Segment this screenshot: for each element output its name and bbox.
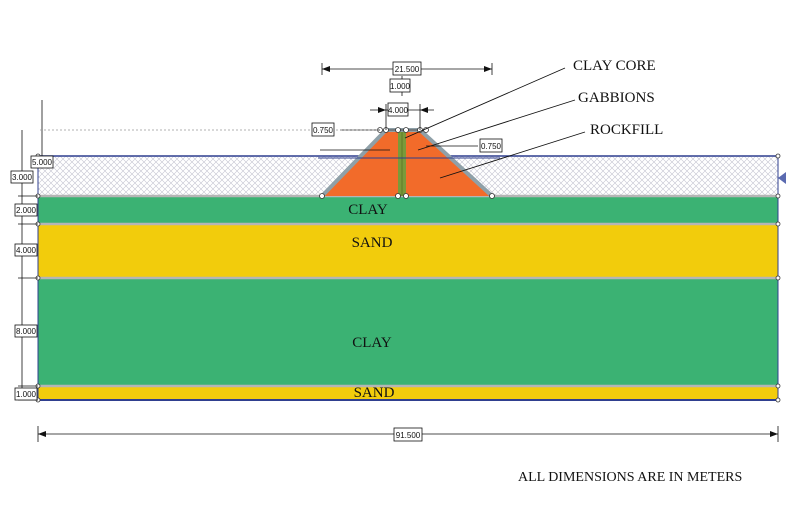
clay-top-label: CLAY	[348, 202, 388, 218]
dim-sand-top-thickness: 4.000	[14, 243, 38, 257]
svg-text:4.000: 4.000	[388, 106, 409, 115]
dim-water-depth: 5.000	[30, 155, 54, 169]
svg-text:3.000: 3.000	[12, 173, 33, 182]
units-note: ALL DIMENSIONS ARE IN METERS	[518, 470, 742, 485]
dim-crest-total: 21.500	[392, 61, 422, 76]
dim-sand-bottom-thickness: 1.000	[14, 387, 38, 401]
svg-text:8.000: 8.000	[16, 327, 37, 336]
svg-text:0.750: 0.750	[313, 126, 334, 135]
svg-text:1.000: 1.000	[16, 390, 37, 399]
svg-text:2.000: 2.000	[16, 206, 37, 215]
dimension-arrows	[322, 66, 492, 113]
rockfill-body	[322, 130, 492, 196]
svg-text:4.000: 4.000	[16, 246, 37, 255]
sand-bottom-label: SAND	[354, 385, 395, 401]
rockfill-label: ROCKFILL	[590, 122, 663, 138]
callout-leaders	[404, 67, 586, 179]
dim-crest-width: 4.000	[387, 102, 409, 117]
gabbions-label: GABBIONS	[578, 90, 655, 106]
dim-left-step: 0.750	[311, 122, 335, 137]
dim-clay-big-thickness: 8.000	[14, 324, 38, 338]
clay-top-layer	[38, 196, 778, 224]
clay-big-layer	[38, 278, 778, 386]
sand-top-layer	[38, 224, 778, 278]
dim-clay-top-thickness: 2.000	[14, 203, 38, 217]
svg-text:0.750: 0.750	[481, 142, 502, 151]
sand-top-label: SAND	[352, 235, 393, 251]
water-level-marker-icon	[778, 172, 786, 184]
svg-text:91.500: 91.500	[396, 431, 421, 440]
dim-core-width: 1.000	[389, 78, 411, 93]
total-length-dimension: 91.500	[37, 426, 779, 442]
clay-core-label: CLAY CORE	[573, 58, 656, 74]
dim-upper-fill: 3.000	[10, 170, 34, 184]
dim-right-step: 0.750	[479, 138, 503, 153]
svg-text:5.000: 5.000	[32, 158, 53, 167]
svg-text:21.500: 21.500	[395, 65, 420, 74]
sand-bottom-layer	[38, 386, 778, 400]
left-dimension-boxes: 5.000 3.000 2.000 4.000 8.000 1.000	[10, 155, 54, 401]
svg-text:1.000: 1.000	[390, 82, 411, 91]
clay-big-label: CLAY	[352, 335, 392, 351]
